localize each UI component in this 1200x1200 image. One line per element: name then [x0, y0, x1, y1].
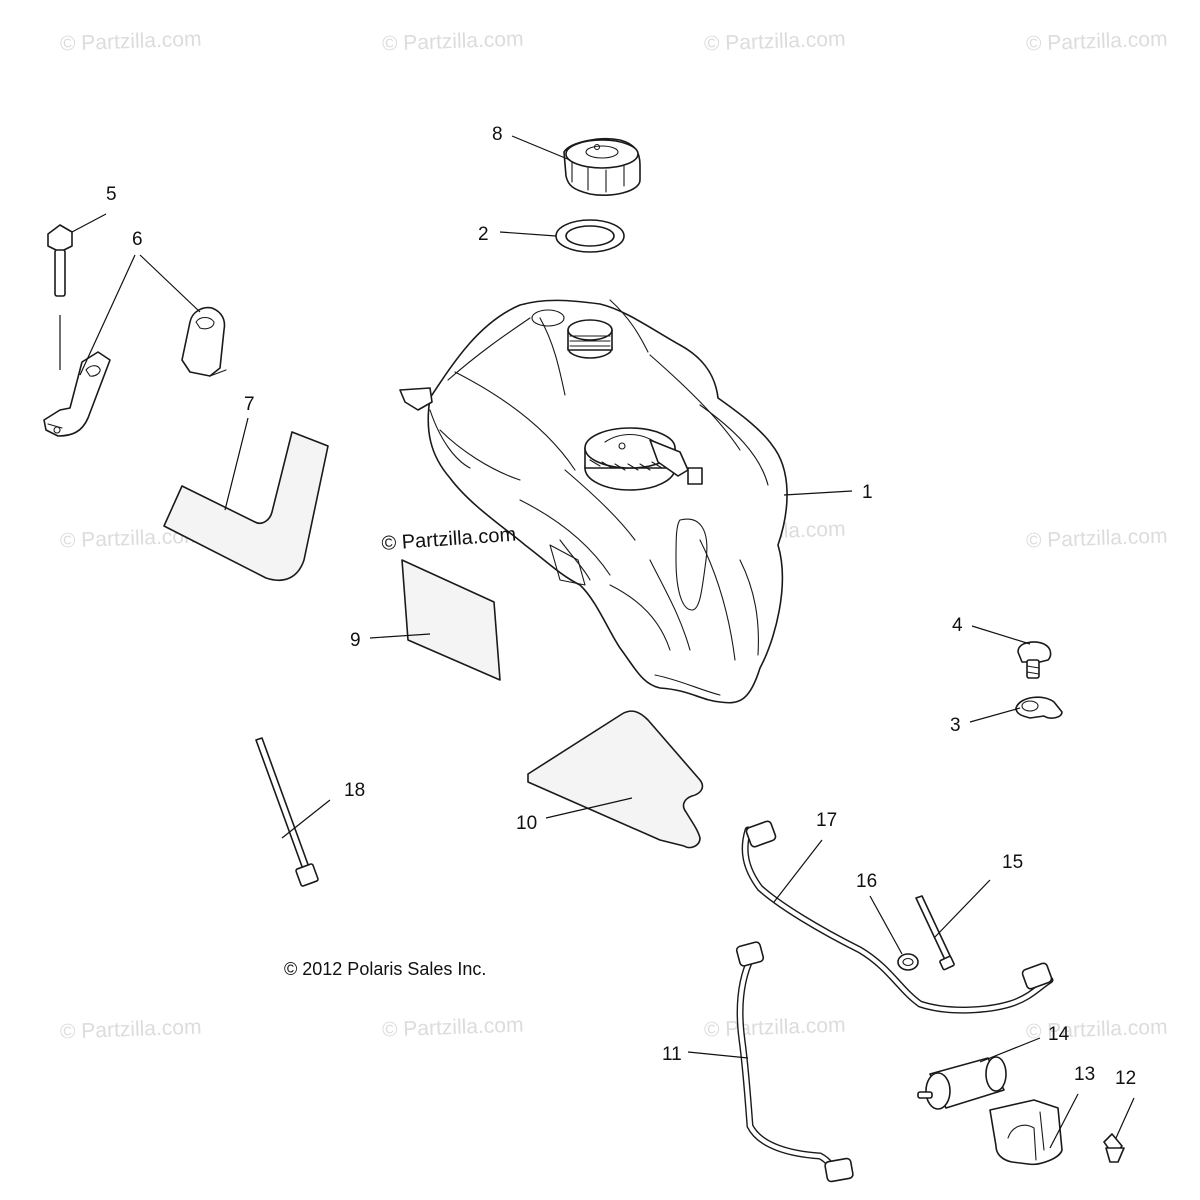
bolt	[47, 224, 73, 370]
callout-9: 9	[350, 630, 361, 651]
cable-tie-small	[915, 895, 955, 971]
callout-14: 14	[1048, 1024, 1070, 1045]
callout-11: 11	[662, 1044, 682, 1065]
fuel-tank	[399, 299, 788, 704]
push-pin	[1103, 1133, 1125, 1163]
callout-12: 12	[1115, 1068, 1136, 1089]
fuel-filter	[917, 1056, 1007, 1110]
callout-16: 16	[856, 871, 877, 892]
callout-1: 1	[862, 482, 873, 503]
callout-17: 17	[816, 810, 837, 831]
heat-shield	[163, 431, 329, 582]
mounting-bracket-right	[181, 306, 227, 377]
callout-6: 6	[132, 229, 143, 250]
fuel-cap	[563, 137, 641, 196]
gasket-ring	[555, 219, 625, 253]
center-watermark: © Partzilla.com	[381, 524, 517, 555]
callout-18: 18	[344, 780, 365, 801]
callout-8: 8	[492, 124, 503, 145]
screw	[1017, 641, 1052, 679]
fuel-line-upper	[741, 820, 1054, 1014]
copyright-notice: © 2012 Polaris Sales Inc.	[284, 959, 486, 979]
cable-tie	[255, 737, 319, 887]
pad-large	[527, 710, 704, 849]
fuel-line-lower	[735, 941, 854, 1183]
mounting-bracket-left	[43, 351, 111, 437]
filter-bracket	[989, 1099, 1063, 1166]
callout-2: 2	[478, 224, 489, 245]
callout-3: 3	[950, 715, 961, 736]
callout-13: 13	[1074, 1064, 1095, 1085]
p-clip	[1015, 696, 1063, 719]
leader-lines	[71, 135, 1135, 1149]
grommet	[897, 953, 919, 971]
callout-5: 5	[106, 184, 117, 205]
pad	[401, 559, 501, 681]
callout-10: 10	[516, 813, 537, 834]
callout-4: 4	[952, 615, 963, 636]
callout-7: 7	[244, 394, 255, 415]
callout-15: 15	[1002, 852, 1023, 873]
